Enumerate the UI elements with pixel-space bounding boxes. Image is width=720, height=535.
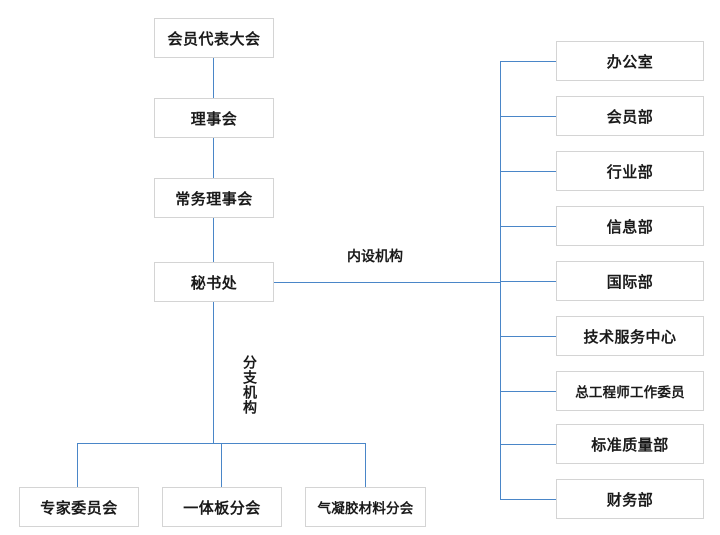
connector-trunk-to-office [500, 61, 557, 63]
connector-assembly-to-council [213, 58, 215, 98]
node-council[interactable]: 理事会 [154, 98, 274, 138]
node-integrated-board-branch[interactable]: 一体板分会 [162, 487, 282, 527]
node-industry-department[interactable]: 行业部 [556, 151, 704, 191]
connector-trunk-to-chief-engineer [500, 391, 557, 393]
node-finance-department[interactable]: 财务部 [556, 479, 704, 519]
node-standing-council[interactable]: 常务理事会 [154, 178, 274, 218]
connector-standing-council-to-secretariat [213, 218, 215, 262]
connector-trunk-to-tech-service [500, 336, 557, 338]
connector-bar-to-expert-committee [77, 443, 79, 487]
connector-secretariat-to-branch-bar [213, 302, 215, 444]
node-office[interactable]: 办公室 [556, 41, 704, 81]
node-expert-committee[interactable]: 专家委员会 [19, 487, 139, 527]
connector-trunk-to-information [500, 226, 557, 228]
edge-label-internal-departments: 内设机构 [344, 246, 406, 266]
edge-label-branch-organizations: 分支机构 [240, 352, 260, 418]
node-members-assembly[interactable]: 会员代表大会 [154, 18, 274, 58]
node-membership-department[interactable]: 会员部 [556, 96, 704, 136]
connector-trunk-to-industry [500, 171, 557, 173]
node-standard-quality-department[interactable]: 标准质量部 [556, 424, 704, 464]
connector-bar-to-aerogel [365, 443, 367, 487]
node-secretariat[interactable]: 秘书处 [154, 262, 274, 302]
connector-secretariat-to-internal-trunk [273, 282, 501, 284]
connector-trunk-to-membership [500, 116, 557, 118]
node-chief-engineer-committee[interactable]: 总工程师工作委员 [556, 371, 704, 411]
node-information-department[interactable]: 信息部 [556, 206, 704, 246]
node-technical-service-center[interactable]: 技术服务中心 [556, 316, 704, 356]
connector-trunk-to-international [500, 281, 557, 283]
connector-bar-to-integrated-board [221, 443, 223, 487]
node-international-department[interactable]: 国际部 [556, 261, 704, 301]
internal-trunk-line [500, 61, 502, 499]
connector-trunk-to-standard-quality [500, 444, 557, 446]
connector-trunk-to-finance [500, 499, 557, 501]
node-aerogel-material-branch[interactable]: 气凝胶材料分会 [305, 487, 426, 527]
connector-council-to-standing-council [213, 138, 215, 178]
